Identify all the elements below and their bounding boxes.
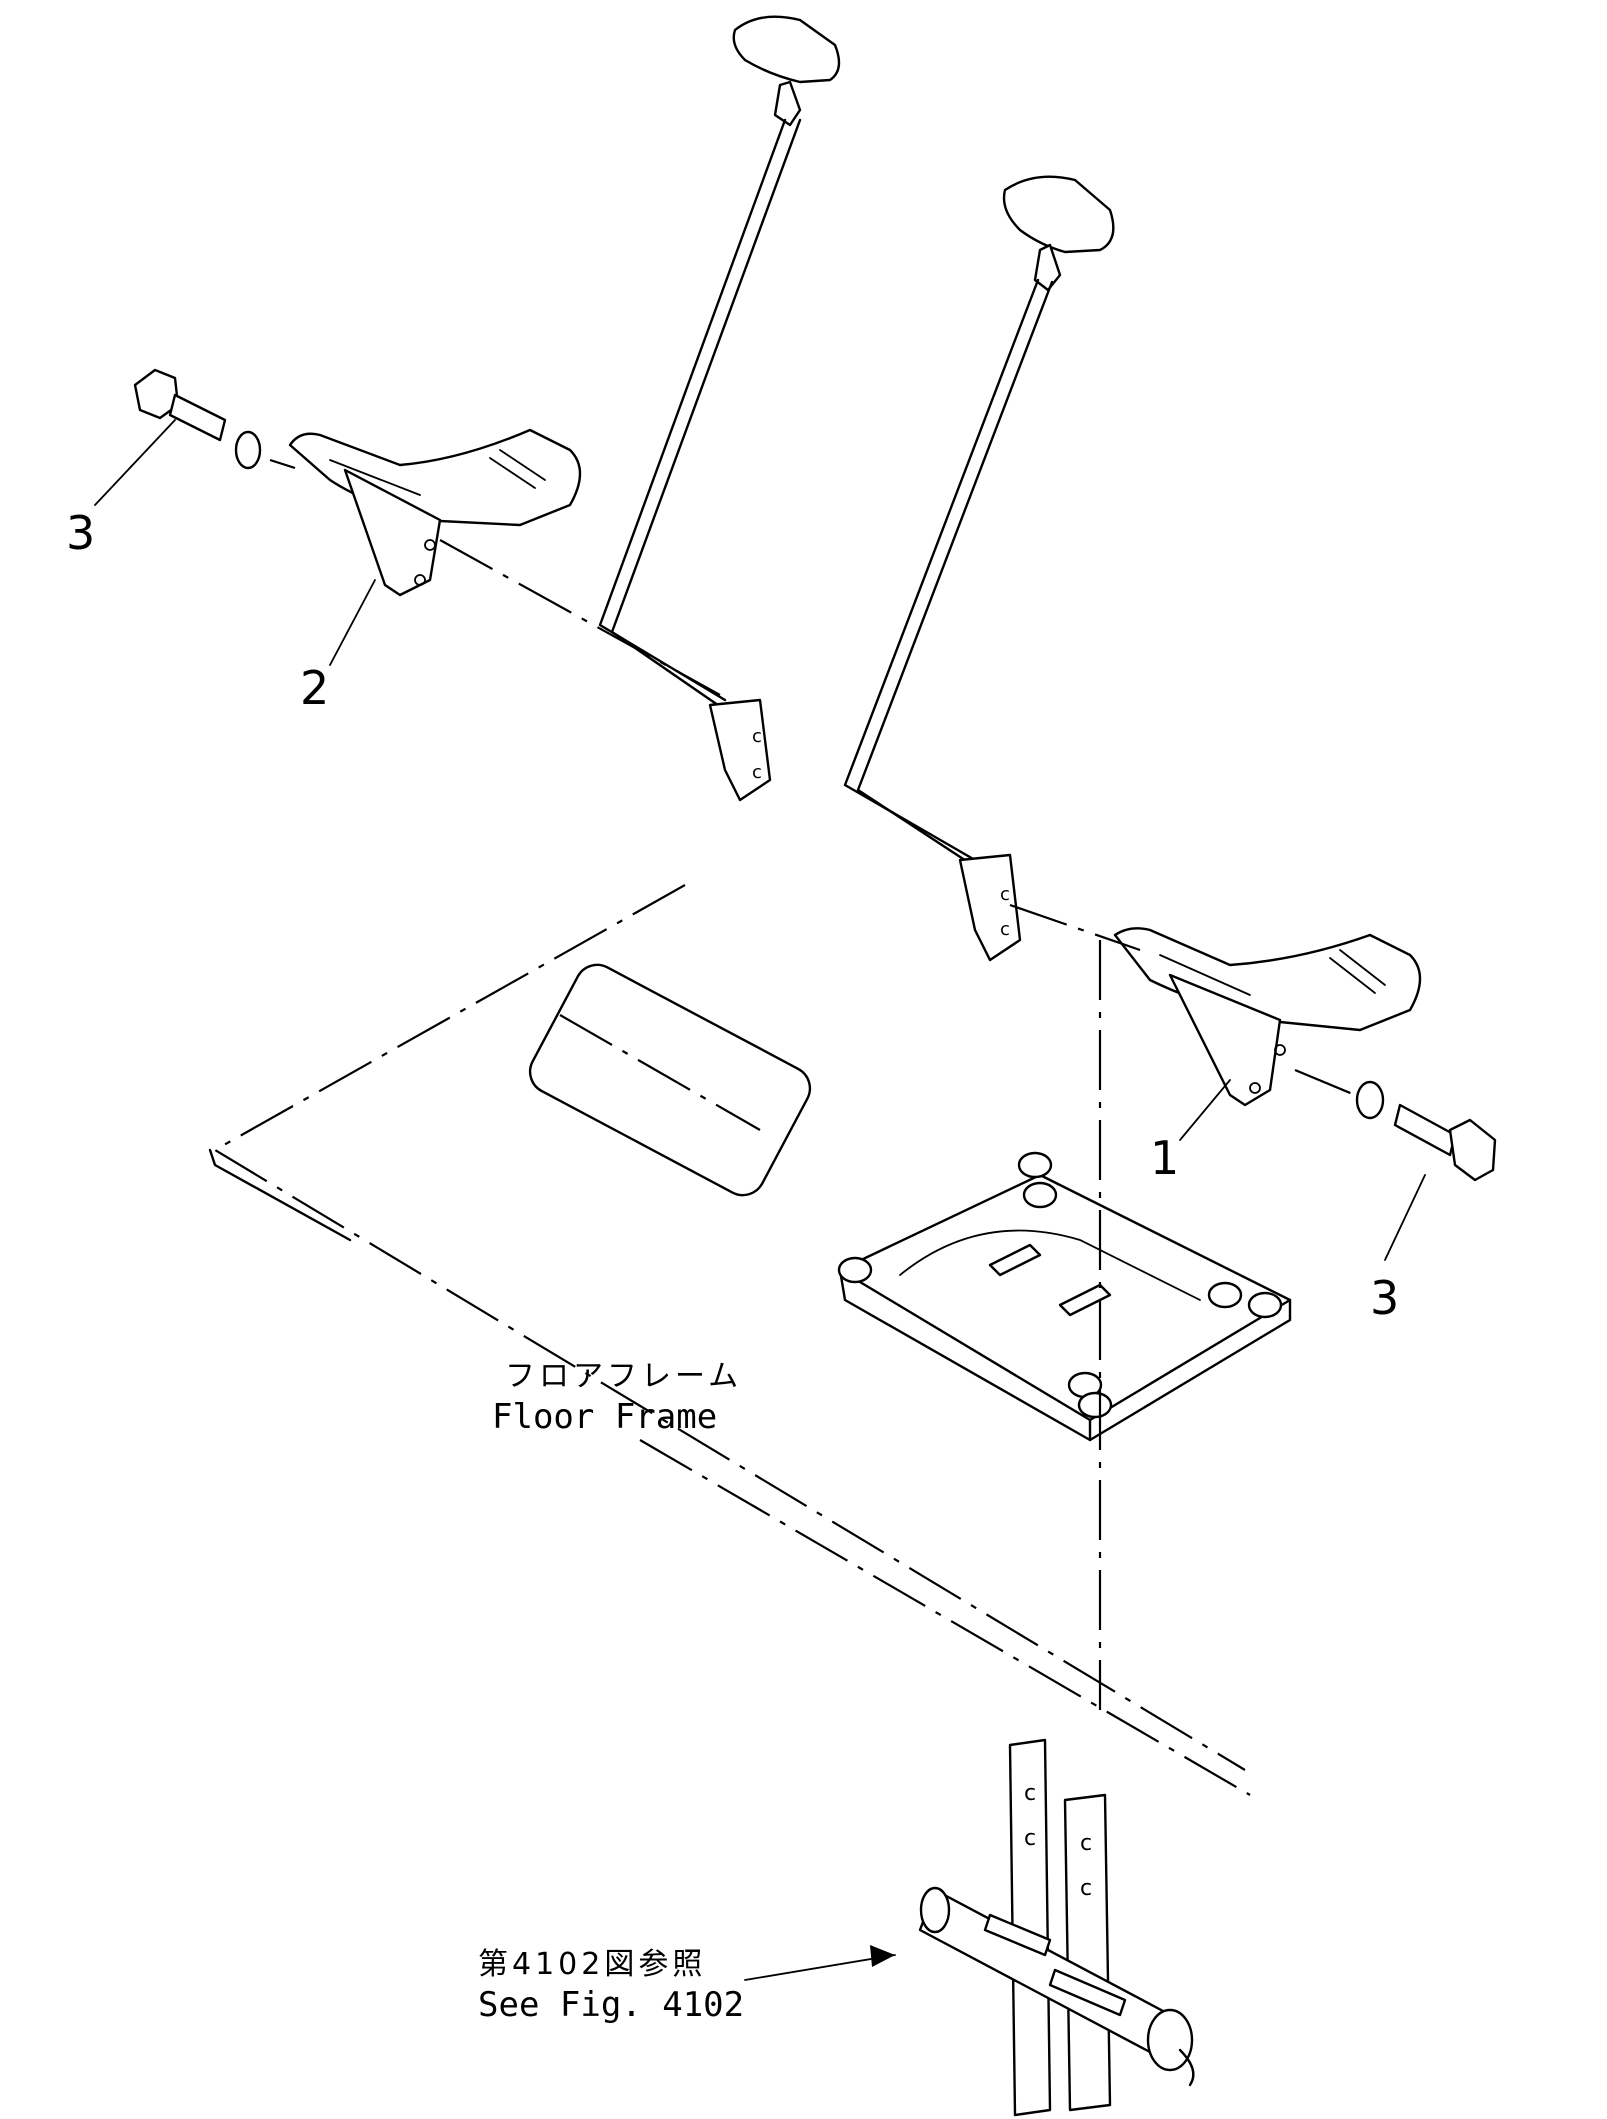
floor-frame-plate — [208, 884, 1251, 1796]
svg-text:c: c — [1000, 919, 1010, 940]
svg-text:c: c — [1080, 1831, 1092, 1856]
svg-text:c: c — [1000, 884, 1010, 905]
leader-lines — [94, 419, 1426, 1981]
floor-frame-label-jp: フロアフレーム — [505, 1359, 743, 1394]
pedal-left — [288, 428, 721, 696]
svg-text:c: c — [752, 726, 762, 747]
lower-linkage: c c c c — [918, 1738, 1195, 2117]
callout-3-left: 3 — [66, 506, 96, 560]
see-fig-label-en: See Fig. 4102 — [478, 1985, 745, 2025]
see-fig-label-jp: 第4102図参照 — [478, 1947, 707, 1982]
pedal-right — [1009, 903, 1422, 1107]
lever-base-plate — [837, 1151, 1292, 1442]
bolt-left — [133, 368, 296, 470]
left-control-lever: c c — [598, 15, 841, 802]
svg-text:c: c — [1024, 1826, 1036, 1851]
callout-2: 2 — [300, 661, 330, 715]
callout-3-right: 3 — [1370, 1271, 1400, 1325]
floor-frame-label-en: Floor Frame — [492, 1397, 718, 1437]
svg-text:c: c — [1080, 1876, 1092, 1901]
right-control-lever: c c — [843, 175, 1115, 962]
svg-text:c: c — [752, 762, 762, 783]
svg-text:c: c — [1024, 1781, 1036, 1806]
callout-1: 1 — [1150, 1131, 1180, 1185]
bolt-right — [1294, 1068, 1497, 1182]
